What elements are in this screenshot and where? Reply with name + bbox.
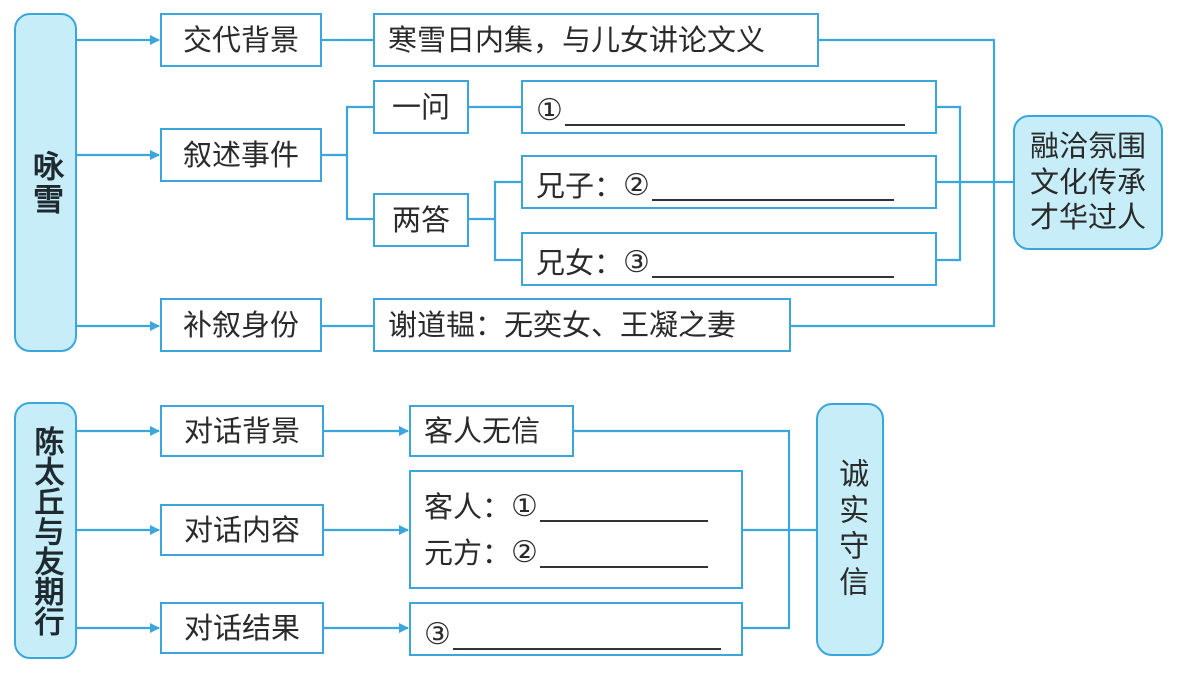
detail-identity: 谢道韫：无奕女、王凝之妻 [373,298,791,352]
branch-identity: 补叙身份 [160,298,322,352]
detail-background: 寒雪日内集，与儿女讲论文义 [373,13,819,67]
blank-answer-niece: 兄女： ③ [521,232,937,286]
dialog-line-guest: 客人： ① [424,488,708,524]
theme-line-3: 才华过人 [1029,200,1146,235]
answer-prefix-nephew: 兄子： [536,169,624,203]
fill-blank-guest[interactable] [539,498,708,522]
branch-dialog-result: 对话结果 [160,602,324,654]
marker-1: ① [536,93,563,128]
marker-3: ③ [623,245,650,280]
theme-line-2: 文化传承 [1029,164,1146,199]
detail-guest-unfaithful: 客人无信 [409,405,574,457]
theme-line-1: 融洽氛围 [1029,129,1146,164]
branch-background: 交代背景 [160,13,322,67]
marker-guest-1: ① [511,488,538,524]
answer-prefix-niece: 兄女： [536,246,624,280]
dialog-content-box: 客人： ① 元方： ② [409,470,743,589]
marker-yuanfang-2: ② [511,534,538,570]
dialog-result-box: ③ [409,602,743,656]
branch-dialog-content: 对话内容 [160,504,324,556]
fill-blank-2[interactable] [651,177,894,201]
root-node-chen-taiqiu: 陈太丘与友期行 [14,402,77,659]
branch-dialog-background: 对话背景 [160,405,324,457]
speaker-yuanfang: 元方： [424,535,512,570]
sub-two-answers: 两答 [373,193,469,247]
branch-event: 叙述事件 [160,128,322,182]
theme-node-2: 诚实守信 [816,403,884,656]
speaker-guest: 客人： [424,489,512,524]
root-node-yongxue: 咏雪 [14,13,77,352]
marker-2: ② [623,168,650,203]
sub-one-question: 一问 [373,80,469,134]
blank-answer-nephew: 兄子： ② [521,155,937,209]
theme-node-1: 融洽氛围 文化传承 才华过人 [1013,115,1163,250]
fill-blank-yuanfang[interactable] [539,544,708,568]
marker-result-3: ③ [424,617,451,652]
fill-blank-3[interactable] [651,254,894,278]
dialog-line-yuanfang: 元方： ② [424,534,708,570]
blank-question-1: ① [521,80,937,134]
fill-blank-1[interactable] [564,102,905,126]
fill-blank-result[interactable] [452,626,721,650]
